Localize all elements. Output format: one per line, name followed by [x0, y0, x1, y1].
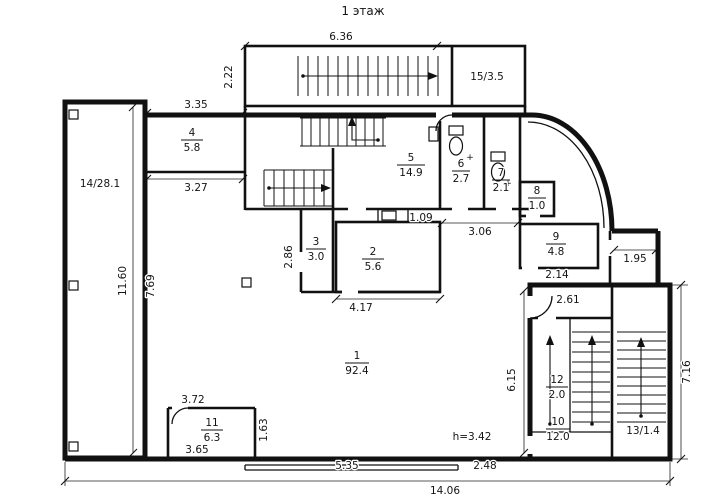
niche-fixture — [381, 210, 397, 221]
dim-stair-hall-top: 2.61 — [556, 294, 579, 306]
dim-room11-depth: 1.63 — [258, 418, 270, 441]
drain-mark: + — [504, 179, 512, 189]
svg-text:5.8: 5.8 — [184, 142, 201, 154]
dim-wc-block-width: 3.06 — [468, 226, 492, 238]
room-label-5: 5 14.9 — [397, 151, 425, 180]
svg-text:6.3: 6.3 — [204, 432, 221, 444]
svg-text:1: 1 — [354, 350, 361, 362]
stairs-right-block — [546, 331, 610, 426]
svg-text:9: 9 — [553, 231, 560, 243]
svg-text:2: 2 — [370, 246, 377, 258]
room-label-11: 11 6.3 — [201, 416, 223, 445]
room-label-9: 9 4.8 — [546, 230, 566, 259]
svg-text:12: 12 — [550, 374, 563, 386]
dim-right-block-height: 7.16 — [681, 360, 693, 384]
drain-mark: + — [466, 153, 474, 163]
room-labels: 1 92.4 2 5.6 3 3.0 4 5.8 5 14.9 — [79, 70, 662, 446]
dim-room11-width: 3.72 — [181, 394, 204, 406]
room-label-15: 15/3.5 — [470, 71, 504, 83]
toilet-icon — [448, 125, 464, 156]
room-label-14: 14/28.1 — [80, 178, 120, 190]
sink-icon — [428, 126, 439, 142]
dim-room2-width: 4.17 — [349, 302, 372, 314]
column-marker — [68, 280, 79, 291]
dim-left-wing-inner: 11.60 — [117, 266, 129, 296]
door-swing-arc — [171, 407, 189, 425]
room-label-3: 3 3.0 — [306, 235, 326, 264]
room-label-10: 10 12.0 — [545, 415, 571, 445]
toilet-icon — [490, 151, 506, 182]
stairs-top-block — [297, 56, 439, 96]
svg-text:92.4: 92.4 — [345, 365, 369, 377]
svg-text:2.0: 2.0 — [549, 389, 566, 401]
dim-right-annex-width: 1.95 — [623, 253, 646, 265]
room-label-1: 1 92.4 — [344, 349, 370, 379]
svg-text:3: 3 — [313, 236, 320, 248]
dim-room3-depth: 2.86 — [283, 245, 295, 269]
column-marker — [241, 277, 252, 288]
dimension-lines — [60, 41, 688, 486]
svg-text:4: 4 — [189, 127, 196, 139]
door-swing-arc — [435, 114, 453, 132]
thin-details — [68, 109, 612, 471]
door-swing-arc — [529, 295, 553, 319]
ceiling-height-note: h=3.42 — [453, 431, 492, 443]
dim-hall-west-height: 7.69 — [145, 274, 157, 297]
dim-top-block-width: 6.36 — [329, 31, 353, 43]
dim-overall-width: 14.06 — [430, 485, 460, 497]
room-label-6: 6 2.7 — [451, 157, 470, 187]
dim-room9-width: 2.14 — [545, 269, 569, 281]
column-marker — [68, 441, 79, 452]
svg-text:2.7: 2.7 — [453, 173, 470, 185]
room-label-4: 4 5.8 — [181, 126, 203, 155]
svg-text:3.0: 3.0 — [308, 251, 325, 263]
svg-text:7: 7 — [498, 167, 505, 179]
svg-text:6: 6 — [458, 158, 465, 170]
dim-hall-east-height: 6.15 — [506, 368, 518, 391]
room-label-7: 7 2.1 — [491, 166, 510, 196]
dim-room4-width: 3.27 — [184, 182, 207, 194]
stairs-flight-lower — [263, 169, 333, 207]
entrance-stair-block — [243, 44, 527, 113]
dimension-labels: 6.36 2.22 3.35 3.27 11.60 7.69 2.86 4.17… — [116, 30, 695, 499]
room-label-2: 2 5.6 — [362, 245, 384, 274]
room-label-12: 12 2.0 — [546, 373, 568, 402]
svg-text:1.0: 1.0 — [529, 200, 546, 212]
svg-text:12.0: 12.0 — [546, 431, 569, 443]
niche-outline — [377, 208, 409, 223]
dim-south-left: 5.35 — [335, 460, 358, 472]
room-label-8: 8 1.0 — [527, 184, 546, 214]
dim-niche-width: 1.09 — [409, 212, 432, 224]
svg-text:5.6: 5.6 — [365, 261, 382, 273]
svg-text:14.9: 14.9 — [399, 167, 422, 179]
stairs-flight-upper — [300, 116, 386, 147]
column-marker — [68, 109, 79, 120]
page-title: 1 этаж — [341, 4, 384, 18]
door-openings — [172, 108, 614, 454]
exterior-walls — [62, 99, 673, 462]
dim-north-segment: 3.35 — [184, 99, 207, 111]
svg-text:10: 10 — [551, 416, 564, 428]
dim-room11-bottom: 3.65 — [185, 444, 208, 456]
room-label-13: 13/1.4 — [626, 425, 660, 437]
svg-text:2.1: 2.1 — [493, 182, 510, 194]
svg-text:4.8: 4.8 — [548, 246, 565, 258]
dim-top-block-depth: 2.22 — [223, 65, 235, 88]
dim-south-right: 2.48 — [473, 460, 496, 472]
svg-text:8: 8 — [534, 185, 541, 197]
stairs-room13 — [617, 331, 666, 423]
svg-text:5: 5 — [408, 152, 415, 164]
svg-text:11: 11 — [205, 417, 218, 429]
